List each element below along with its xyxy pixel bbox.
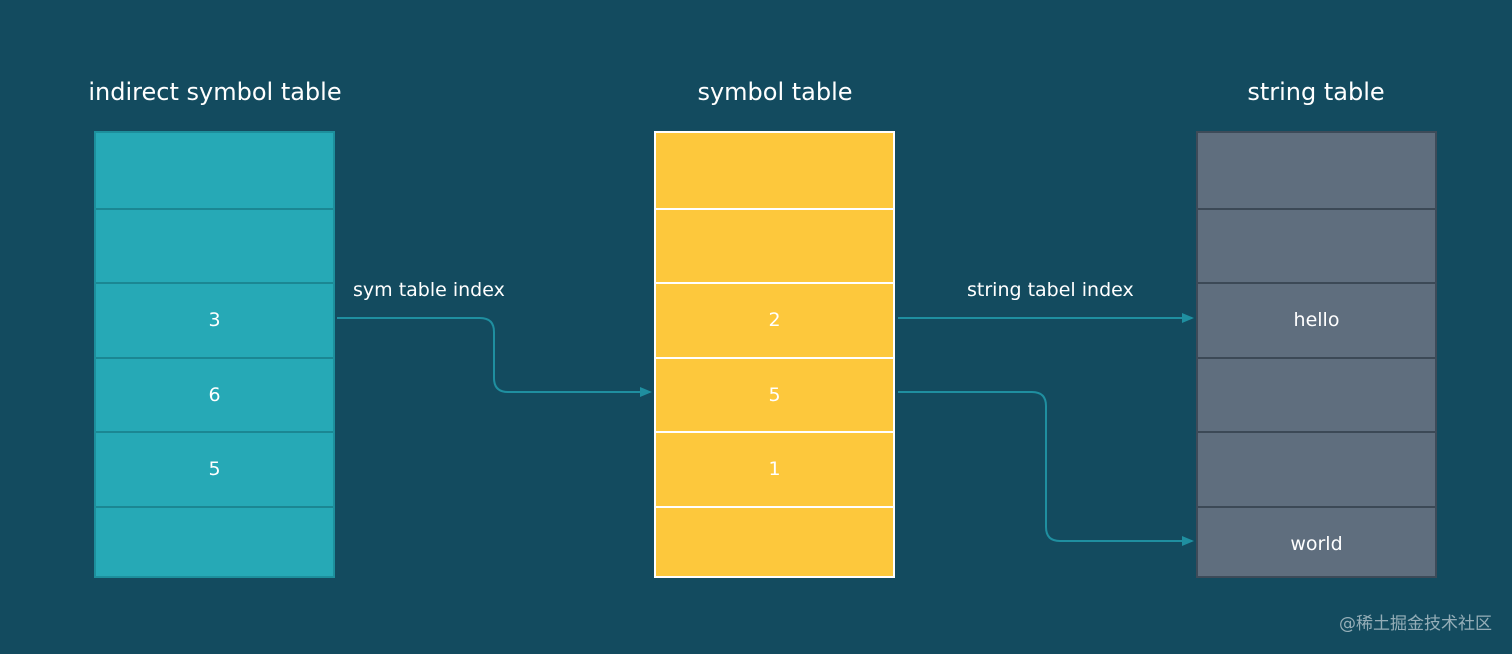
string-cell-4 — [1198, 431, 1435, 506]
indirect-cell-2: 3 — [96, 282, 333, 357]
indirect-cell-3: 6 — [96, 356, 333, 432]
symbol-cell-3: 5 — [656, 356, 893, 432]
string-cell-1 — [1198, 207, 1435, 283]
indirect-cell-4: 5 — [96, 431, 333, 506]
indirect-cell-5 — [96, 505, 333, 581]
string-cell-2: hello — [1198, 282, 1435, 357]
watermark: @稀土掘金技术社区 — [1339, 614, 1492, 634]
string-table-title: string table — [1247, 78, 1385, 106]
indirect-cell-1 — [96, 207, 333, 283]
symbol-cell-5 — [656, 505, 893, 581]
string-index-arrow-world — [898, 391, 1194, 546]
string-cell-3 — [1198, 356, 1435, 432]
string-table: hello world — [1196, 131, 1437, 578]
symbol-cell-1 — [656, 207, 893, 283]
string-cell-5: world — [1198, 505, 1435, 581]
symbol-table-title: symbol table — [697, 78, 853, 106]
symbol-cell-2: 2 — [656, 282, 893, 357]
sym-table-index-label: sym table index — [353, 279, 505, 301]
sym-index-arrow — [337, 317, 652, 397]
string-tabel-index-label: string tabel index — [967, 279, 1134, 301]
symbol-table: 2 5 1 — [654, 131, 895, 578]
indirect-symbol-table-title: indirect symbol table — [88, 78, 342, 106]
symbol-cell-4: 1 — [656, 431, 893, 506]
indirect-symbol-table: 3 6 5 — [94, 131, 335, 578]
